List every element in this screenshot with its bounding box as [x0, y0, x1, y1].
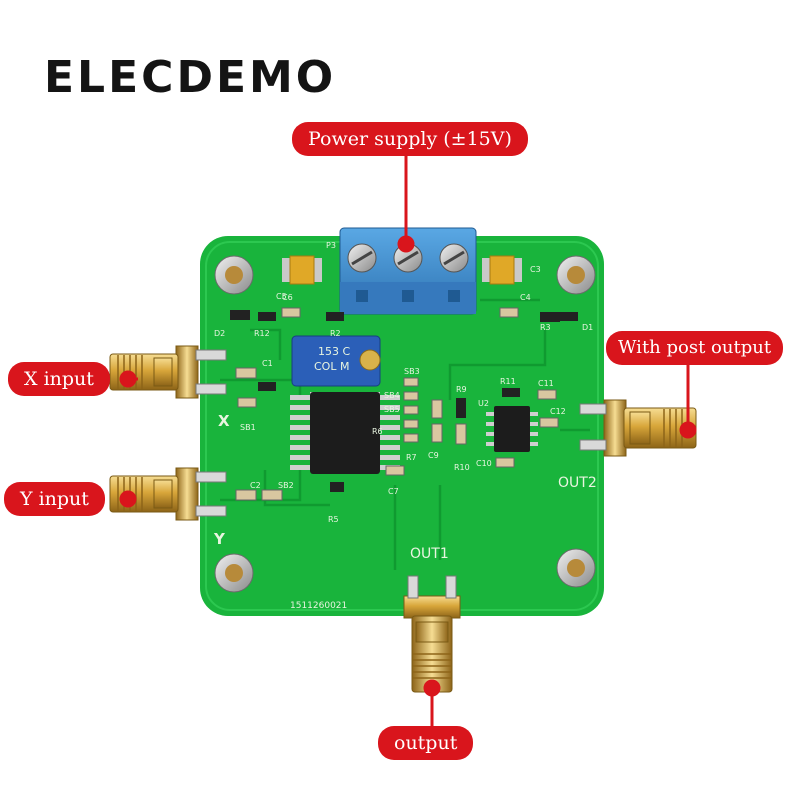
silk-ref-sb1: SB1	[240, 423, 256, 432]
silk-ref-p3: P3	[326, 241, 336, 250]
sma-connector-out2	[579, 399, 697, 457]
tantalum-capacitor-c6	[282, 255, 322, 285]
label-y: Y	[213, 530, 226, 548]
callout-x-input: X input	[8, 362, 110, 396]
pot-marking: 153 C	[318, 345, 350, 358]
silk-ref-r12: R12	[254, 329, 270, 338]
silk-ref-c11: C11	[538, 379, 554, 388]
mounting-screw-br	[556, 548, 596, 588]
silk-ref-d2: D2	[214, 329, 225, 338]
silk-ref-d1: D1	[582, 323, 593, 332]
silk-ref-c6: C6	[282, 293, 293, 302]
pot-marking-2: COL M	[314, 360, 349, 373]
silk-ref-sb4: SB4	[384, 391, 400, 400]
silk-ref-c3: C3	[530, 265, 541, 274]
silk-ref-r7: R7	[406, 453, 417, 462]
silk-ref-r5: R5	[328, 515, 339, 524]
mounting-screw-bl	[214, 553, 254, 593]
silk-ref-r10: R10	[454, 463, 470, 472]
silk-ref-c1: C1	[262, 359, 273, 368]
callout-output: output	[378, 726, 474, 760]
silk-ref-r11: R11	[500, 377, 516, 386]
brand-logo: ELECDEMO	[44, 52, 337, 103]
label-out1: OUT1	[410, 546, 449, 562]
silk-ref-c2: C2	[250, 481, 261, 490]
silk-ref-r6: R6	[372, 427, 383, 436]
mounting-screw-tr	[556, 255, 596, 295]
silk-ref-c9: C9	[428, 451, 439, 460]
silk-ref-u2: U2	[478, 399, 489, 408]
silk-ref-r9: R9	[456, 385, 467, 394]
silk-ref-c4: C4	[520, 293, 531, 302]
label-x: X	[218, 412, 230, 430]
callout-power-supply: Power supply (±15V)	[292, 122, 528, 156]
silk-ref-c10: C10	[476, 459, 492, 468]
label-out2: OUT2	[558, 475, 597, 491]
trim-potentiometer: 153 C COL M	[291, 335, 381, 387]
silk-ref-c7: C7	[388, 487, 399, 496]
multiplier-ic	[290, 392, 400, 474]
mounting-screw-tl	[214, 255, 254, 295]
sma-connector-out1	[403, 575, 461, 693]
silk-ref-sb5: SB5	[384, 405, 400, 414]
power-terminal-block	[339, 227, 477, 315]
callout-y-input: Y input	[4, 482, 105, 516]
silk-ref-r2: R2	[330, 329, 341, 338]
serial-number: 1511260021	[290, 601, 347, 611]
opamp-ic	[486, 406, 538, 452]
callout-post-output: With post output	[606, 331, 784, 365]
pcb-traces	[220, 298, 590, 570]
silk-ref-c5: C5	[276, 292, 287, 301]
silk-ref-r3: R3	[540, 323, 551, 332]
smd-components	[230, 307, 578, 501]
pcb-board	[200, 236, 604, 616]
callout-pointers	[119, 156, 697, 728]
silk-ref-sb2: SB2	[278, 481, 294, 490]
tantalum-capacitor-c3	[482, 255, 522, 285]
silk-ref-sb3: SB3	[404, 367, 420, 376]
silk-ref-c12: C12	[550, 407, 566, 416]
